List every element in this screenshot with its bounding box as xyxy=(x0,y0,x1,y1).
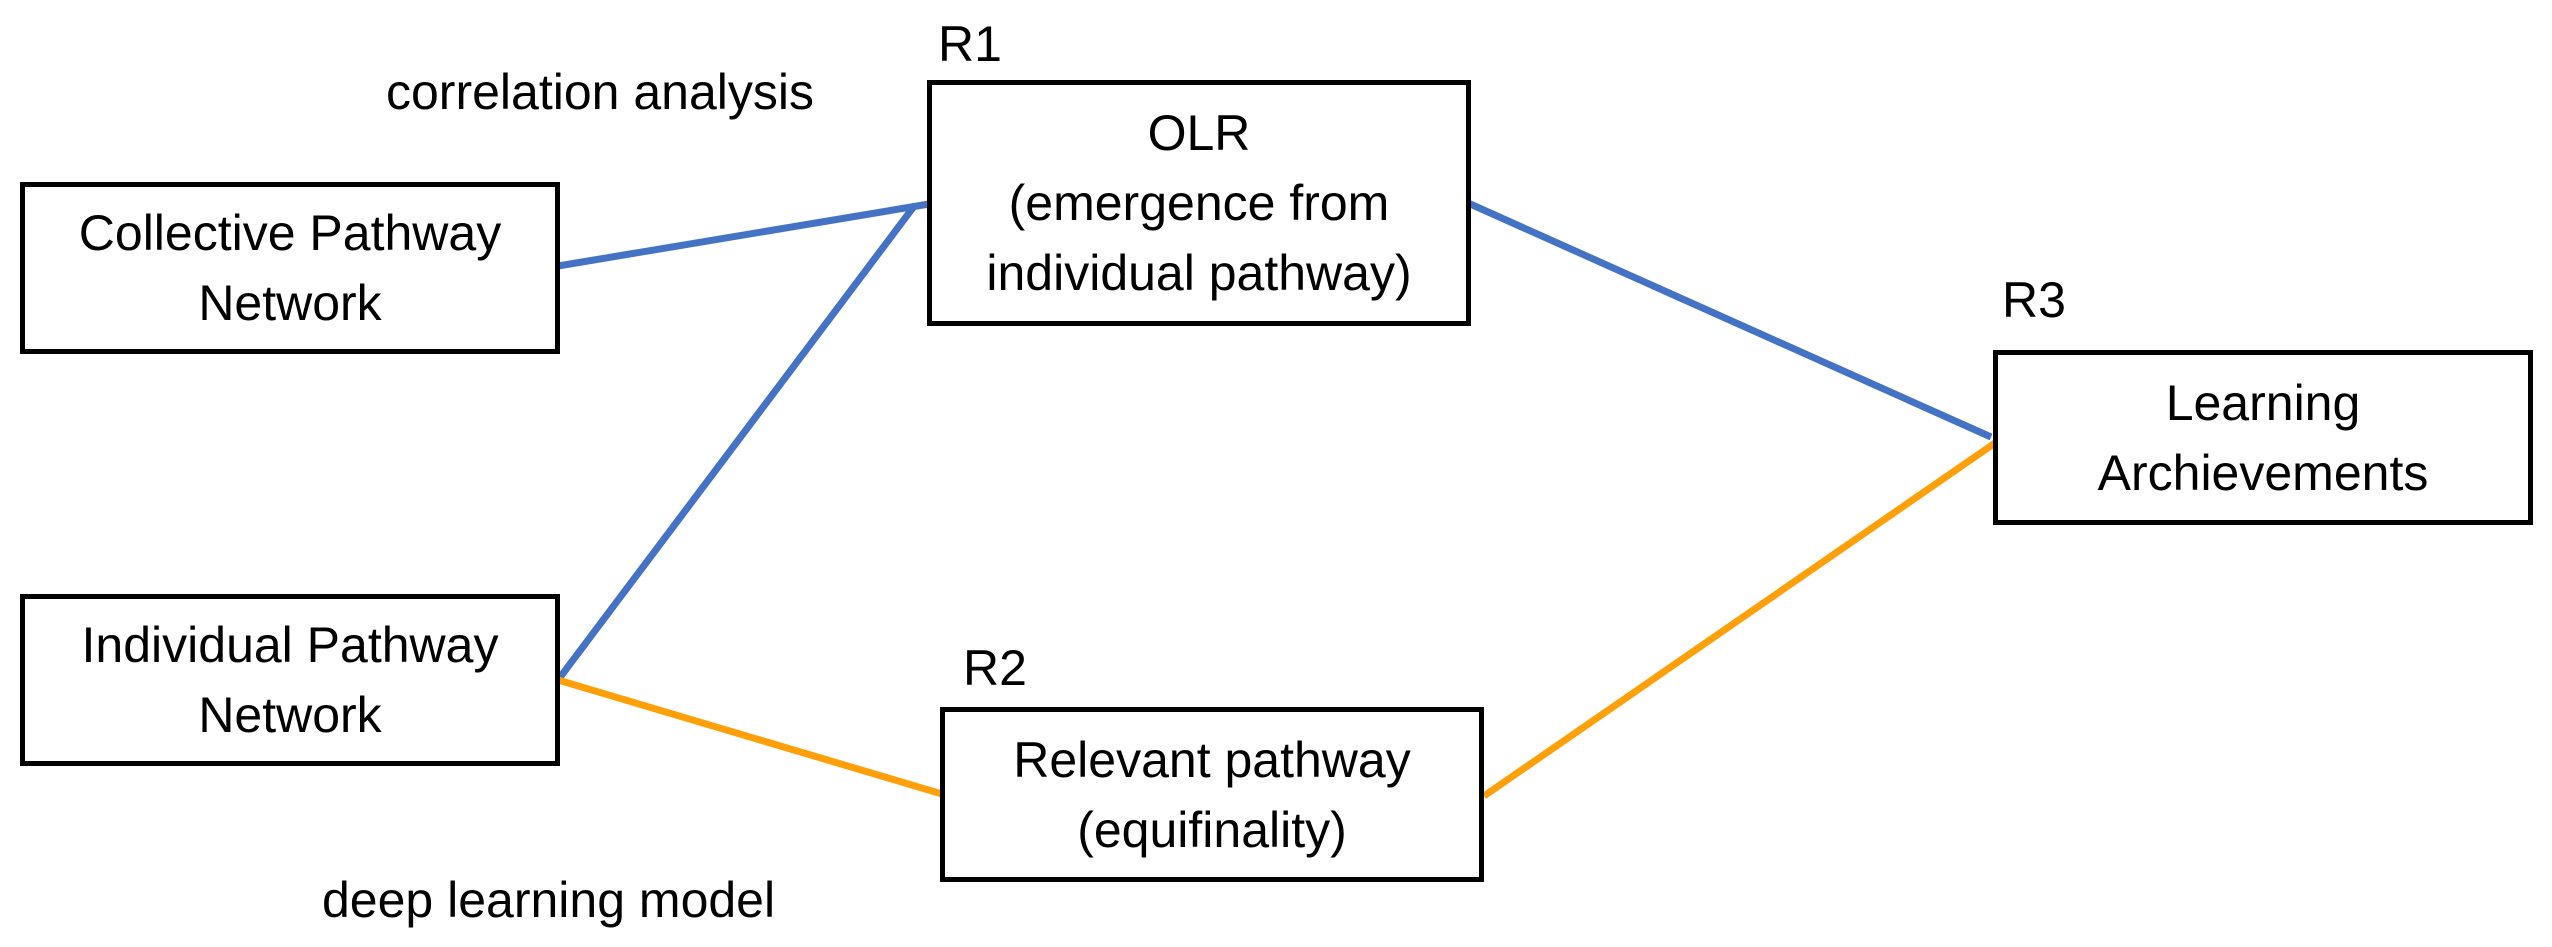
annotation-deep-learning-model: deep learning model xyxy=(322,872,776,928)
node-line: Collective Pathway xyxy=(78,205,502,261)
edge-individual-to-relevant xyxy=(557,676,943,798)
node-line: Individual Pathway xyxy=(81,617,499,673)
tag-r1: R1 xyxy=(938,16,1002,72)
node-line: Learning xyxy=(2165,374,2361,431)
node-line: Relevant pathway xyxy=(1013,731,1411,788)
annotation-correlation-analysis: correlation analysis xyxy=(386,64,814,120)
node-line: Archievements xyxy=(2097,444,2429,501)
node-line: individual pathway) xyxy=(986,245,1412,301)
node-olr: OLR (emergence from individual pathway) xyxy=(927,80,1471,326)
node-line: Network xyxy=(198,687,382,743)
node-relevant-pathway: Relevant pathway (equifinality) xyxy=(940,707,1484,882)
tag-r2: R2 xyxy=(963,640,1027,696)
edge-olr-to-learning xyxy=(1466,199,1993,441)
node-collective-pathway-network: Collective Pathway Network xyxy=(20,182,560,354)
edge-collective-to-olr xyxy=(557,200,930,270)
tag-r3: R3 xyxy=(2002,272,2066,328)
node-line: OLR xyxy=(1147,105,1251,161)
node-line: (equifinality) xyxy=(1077,801,1347,858)
node-line: (emergence from xyxy=(1008,175,1390,231)
node-individual-pathway-network: Individual Pathway Network xyxy=(20,594,560,766)
edge-individual-to-olr xyxy=(555,202,918,683)
node-learning-achievements: Learning Archievements xyxy=(1993,350,2533,525)
edge-relevant-to-learning xyxy=(1482,440,1997,799)
node-line: Network xyxy=(198,275,382,331)
